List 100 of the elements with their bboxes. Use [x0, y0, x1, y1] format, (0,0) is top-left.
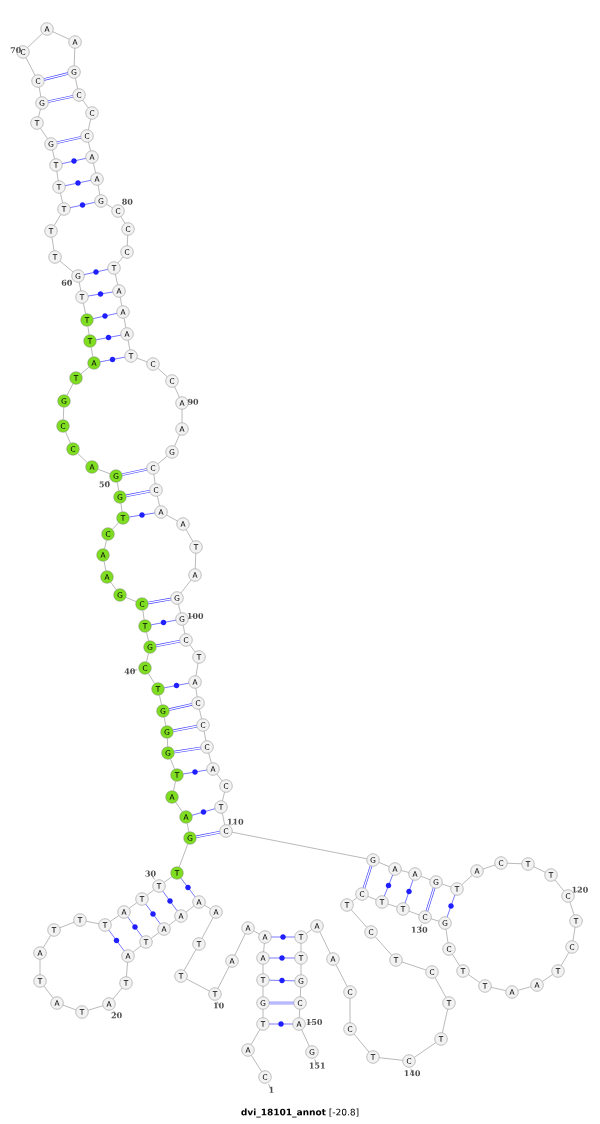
backbone-line — [401, 961, 427, 971]
position-number: 30 — [145, 870, 156, 880]
base-pair-line — [180, 877, 196, 898]
position-number: 150 — [306, 1019, 323, 1026]
backbone-line — [157, 496, 160, 507]
position-number: 50 — [99, 480, 110, 488]
backbone-line — [353, 1033, 370, 1053]
backbone-line — [142, 610, 145, 620]
backbone-line — [136, 357, 148, 363]
backbone-line — [262, 964, 264, 974]
backbone-line — [186, 978, 210, 992]
backbone-line — [43, 935, 51, 948]
backbone-line — [126, 962, 128, 977]
backbone-line — [434, 977, 447, 998]
backbone-line — [90, 347, 94, 357]
base-pair-line — [127, 916, 143, 938]
backbone-line — [442, 1009, 448, 1033]
backbone-line — [351, 909, 368, 928]
backbone-line — [66, 383, 74, 396]
position-number: 100 — [187, 612, 204, 619]
base-pair-line — [56, 136, 82, 144]
backbone-line — [199, 709, 202, 719]
backbone-line — [88, 119, 91, 130]
base-pair-line — [271, 934, 295, 940]
backbone-line — [234, 933, 246, 956]
backbone-line — [204, 905, 211, 910]
backbone-line — [125, 597, 137, 602]
backbone-line — [166, 514, 178, 522]
backbone-line — [554, 879, 565, 892]
backbone-line — [517, 986, 532, 991]
backbone-line — [103, 561, 107, 571]
backbone-line — [77, 453, 88, 463]
backbone-line — [73, 48, 76, 66]
backbone-line — [56, 171, 59, 181]
backbone-line — [300, 964, 302, 975]
base-pair-line — [147, 597, 172, 605]
backbone-line — [319, 931, 331, 954]
backbone-line — [97, 185, 101, 195]
backbone-line — [112, 522, 119, 530]
backbone-line — [253, 930, 260, 935]
backbone-line — [201, 917, 214, 939]
base-pair-line — [145, 903, 161, 925]
backbone-line — [379, 1057, 403, 1061]
base-pair-line — [168, 703, 193, 711]
base-pair-line — [404, 879, 414, 904]
base-pair-line — [125, 490, 151, 497]
backbone-line — [146, 653, 149, 663]
position-number: 10 — [214, 1001, 224, 1009]
backbone-line — [185, 905, 195, 913]
backbone-line — [163, 717, 167, 726]
backbone-line — [387, 903, 398, 908]
backbone-line — [159, 695, 162, 705]
base-pair-line — [195, 831, 221, 838]
backbone-line — [189, 644, 196, 653]
backbone-line — [178, 604, 181, 614]
backbone-line — [250, 1029, 261, 1045]
backbone-line — [461, 875, 473, 885]
backbone-line — [186, 823, 190, 832]
caption: dvi_18101_annot [-20.8] — [241, 1108, 359, 1118]
base-pair-line — [425, 887, 436, 912]
backbone-line — [300, 987, 301, 997]
backbone-line — [87, 1005, 104, 1011]
base-pair-line — [129, 512, 155, 518]
backbone-line — [167, 738, 168, 747]
backbone-line — [52, 150, 55, 160]
backbone-line — [180, 579, 192, 594]
base-pair-line — [269, 955, 295, 961]
backbone-line — [170, 758, 175, 770]
position-number: 151 — [309, 1059, 325, 1069]
base-pair-line — [47, 95, 74, 103]
base-pair-line — [362, 865, 373, 889]
backbone-line — [185, 529, 194, 542]
backbone-line — [163, 876, 173, 883]
backbone-line — [306, 929, 312, 934]
backbone-line — [445, 929, 449, 943]
backbone-line — [560, 952, 570, 966]
backbone-line — [430, 918, 440, 922]
backbone-line — [222, 792, 225, 802]
backbone-line — [82, 99, 89, 109]
backbone-line — [128, 902, 138, 909]
backbone-line — [116, 482, 120, 491]
backbone-line — [127, 235, 128, 246]
backbone-line — [27, 33, 43, 48]
backbone-line — [375, 936, 392, 956]
base-pair-line — [84, 269, 108, 275]
backbone-line — [43, 985, 54, 999]
backbone-line — [120, 216, 126, 224]
backbone-line — [414, 1042, 436, 1058]
backbone-line — [104, 540, 107, 550]
backbone-line — [181, 409, 183, 423]
base-pair-line — [108, 929, 125, 952]
position-number: 120 — [572, 886, 588, 893]
backbone-line — [174, 434, 180, 447]
backbone-line — [54, 214, 61, 226]
backbone-line — [222, 813, 225, 825]
base-pair-line — [173, 746, 202, 754]
backbone-line — [146, 632, 149, 642]
backbone-line — [25, 57, 36, 76]
backbone-line — [194, 553, 197, 569]
backbone-line — [59, 260, 74, 273]
